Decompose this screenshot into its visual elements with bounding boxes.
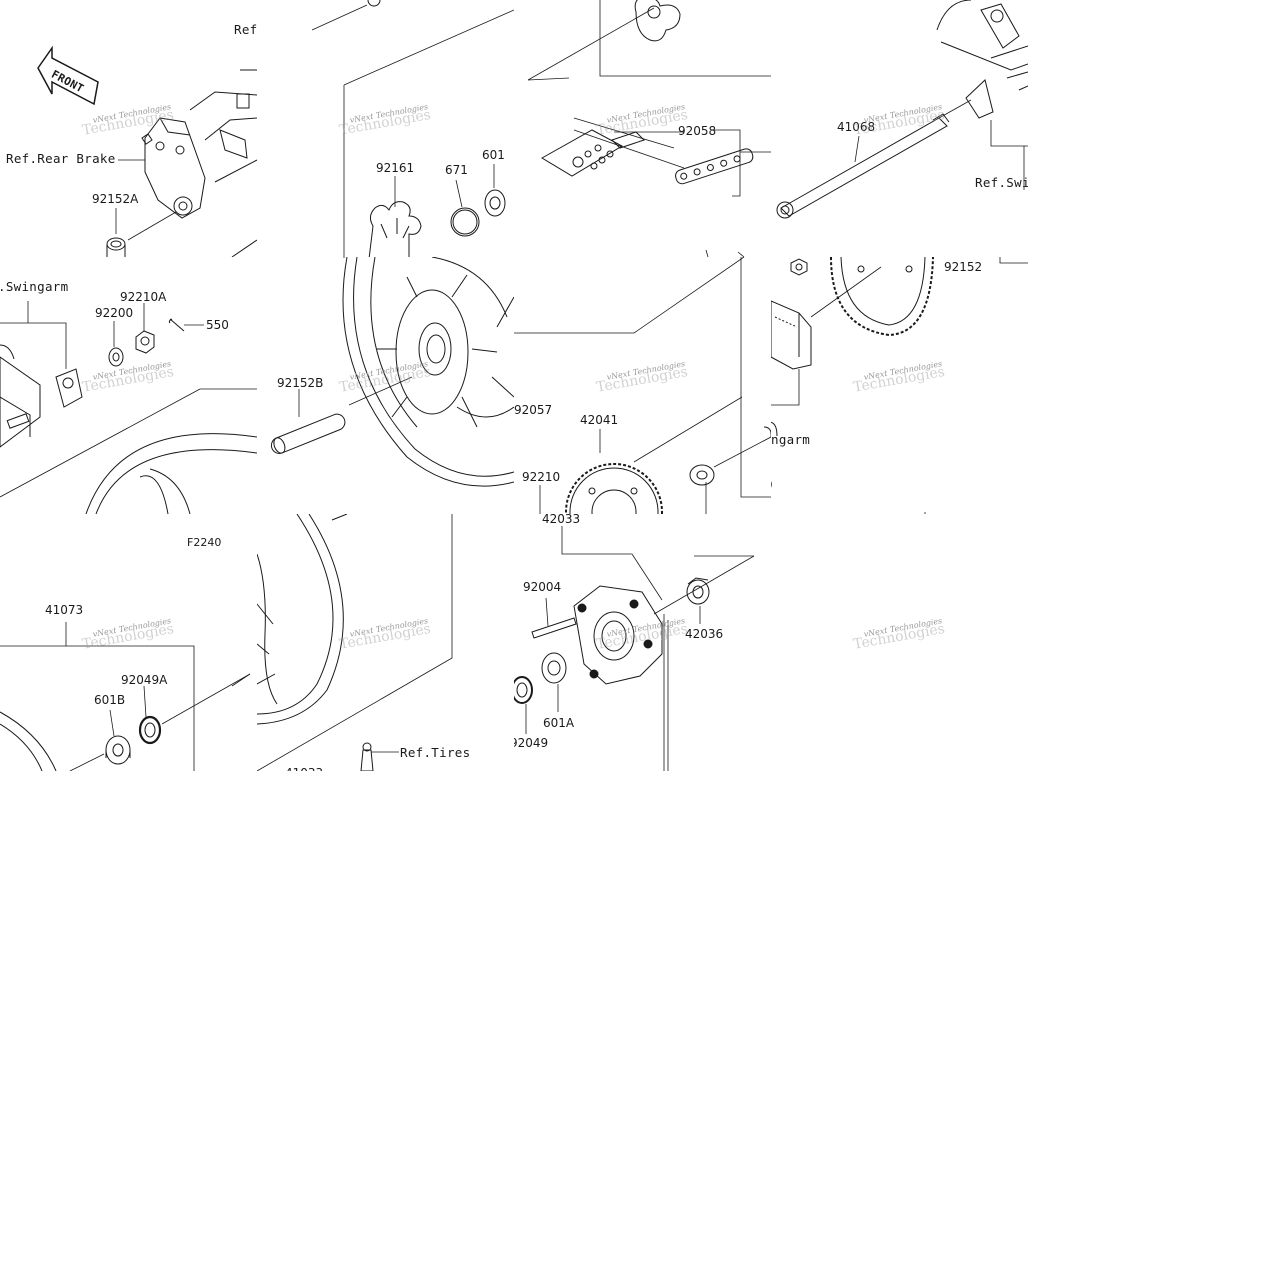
part-92161: 92161: [376, 161, 415, 175]
label-ref-top: Ref: [234, 22, 257, 37]
tile-wheel-bearings: F2240 41073 92049A 601B vNext Technologi…: [0, 514, 257, 771]
part-92152A: 92152A: [92, 192, 139, 206]
part-92210: 92210: [522, 470, 561, 484]
part-92057: 92057: [514, 403, 553, 417]
part-41033: 41033: [285, 766, 323, 771]
part-42033: 42033: [542, 514, 581, 526]
wheel-rim-drawing: [257, 514, 453, 771]
part-92004: 92004: [523, 580, 562, 594]
tile-wheel-rim: Ref.Tires 41033 vNext TechnologiesTechno…: [257, 514, 514, 771]
axle-drawing: [776, 0, 1028, 219]
wheel-bearings-drawing: [0, 622, 251, 771]
tile-sprocket-coupling: 42033 92004 42036 601A 92049 vNext Techn…: [514, 514, 771, 771]
tile-sprocket-side: 92152 ngarm 9 vNext TechnologiesTechnolo…: [771, 257, 1028, 514]
part-550: 550: [206, 318, 229, 332]
part-671: 671: [445, 163, 468, 177]
wheel-hub-drawing: [270, 257, 514, 487]
part-42041: 42041: [580, 413, 619, 427]
tile-axle-nut: .Swingarm 92210A 92200 550 vNext Technol…: [0, 257, 257, 514]
part-92210A: 92210A: [120, 290, 167, 304]
tile-rear-brake-bracket: FRONT Ref Ref.Rear Brake 92152A vNext Te…: [0, 0, 257, 257]
part-9: 9: [771, 478, 773, 492]
coupling-drawing: [514, 526, 755, 771]
part-41068: 41068: [837, 120, 876, 134]
part-92058: 92058: [678, 124, 717, 138]
figure-code: F2240: [187, 536, 222, 549]
label-swingarm-mid: ngarm: [771, 432, 811, 447]
part-42036: 42036: [685, 627, 724, 641]
brake-bracket-drawing: [37, 45, 257, 257]
damper-drawing: [311, 0, 514, 257]
label-ref-rear-brake: Ref.Rear Brake: [6, 151, 116, 166]
part-601B: 601B: [94, 693, 126, 707]
part-601: 601: [482, 148, 505, 162]
sprocket-drawing: [514, 257, 771, 514]
part-41073: 41073: [45, 603, 84, 617]
part-92200: 92200: [95, 306, 134, 320]
label-ref-swingarm-top: Ref.Swi: [975, 175, 1028, 190]
part-92152: 92152: [944, 260, 983, 274]
label-ref-swingarm-left: .Swingarm: [0, 279, 69, 294]
part-92152B: 92152B: [277, 376, 324, 390]
label-ref-tires: Ref.Tires: [400, 745, 471, 760]
sprocket-side-drawing: [771, 257, 1028, 514]
part-92049A: 92049A: [121, 673, 168, 687]
front-arrow-icon: [37, 45, 99, 106]
part-601A: 601A: [543, 716, 575, 730]
part-92049: 92049: [514, 736, 549, 750]
axle-nut-drawing: [0, 301, 257, 514]
chain-drawing: [527, 0, 771, 257]
